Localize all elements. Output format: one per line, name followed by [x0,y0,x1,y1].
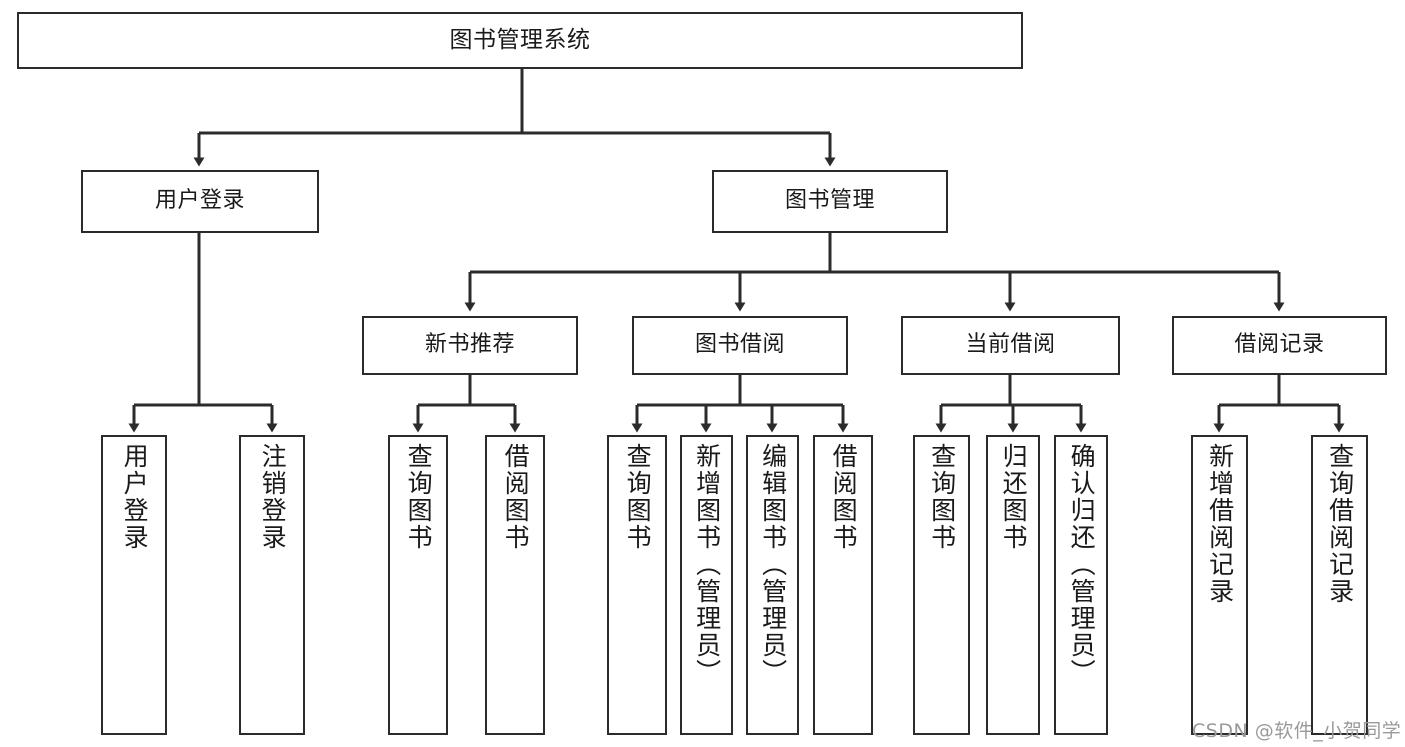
node-new-book-recommend[interactable]: 新书推荐 [362,316,578,375]
node-leaf-user-login[interactable]: 用户登录 [101,435,167,735]
node-borrow-record[interactable]: 借阅记录 [1172,316,1387,375]
node-borrow-record-label: 借阅记录 [1234,332,1325,358]
node-leaf-query-book-borrow[interactable]: 查询图书 [607,435,667,735]
node-leaf-query-book-cur[interactable]: 查询图书 [913,435,970,735]
node-leaf-borrow-book-label: 借阅图书 [829,443,859,551]
node-current-borrow-label: 当前借阅 [965,332,1056,358]
node-current-borrow[interactable]: 当前借阅 [901,316,1120,375]
node-leaf-query-borrow-record[interactable]: 查询借阅记录 [1311,435,1368,735]
node-leaf-edit-book-admin-label: 编辑图书（管理员） [758,443,788,686]
node-leaf-add-borrow-record[interactable]: 新增借阅记录 [1191,435,1248,735]
node-leaf-query-book-cur-label: 查询图书 [927,443,957,551]
node-leaf-borrow-book-rec-label: 借阅图书 [501,443,531,551]
node-leaf-return-book[interactable]: 归还图书 [986,435,1040,735]
node-leaf-user-login-label: 用户登录 [120,443,150,551]
node-leaf-return-book-label: 归还图书 [999,443,1029,551]
node-user-login[interactable]: 用户登录 [81,170,319,233]
node-leaf-confirm-return-admin-label: 确认归还（管理员） [1067,443,1097,686]
node-leaf-borrow-book-rec[interactable]: 借阅图书 [485,435,545,735]
node-book-borrow-label: 图书借阅 [694,332,785,358]
node-leaf-user-logout[interactable]: 注销登录 [239,435,305,735]
node-leaf-user-logout-label: 注销登录 [258,443,288,551]
node-root[interactable]: 图书管理系统 [17,12,1023,69]
node-leaf-query-book-borrow-label: 查询图书 [623,443,653,551]
node-book-manage-label: 图书管理 [784,188,875,214]
node-leaf-confirm-return-admin[interactable]: 确认归还（管理员） [1054,435,1108,735]
node-leaf-query-book-rec-label: 查询图书 [404,443,434,551]
node-root-label: 图书管理系统 [449,27,591,54]
node-leaf-add-borrow-record-label: 新增借阅记录 [1205,443,1235,605]
node-leaf-add-book-admin-label: 新增图书（管理员） [692,443,722,686]
node-leaf-borrow-book[interactable]: 借阅图书 [813,435,873,735]
node-leaf-query-book-rec[interactable]: 查询图书 [388,435,448,735]
node-leaf-edit-book-admin[interactable]: 编辑图书（管理员） [746,435,799,735]
node-leaf-add-book-admin[interactable]: 新增图书（管理员） [680,435,733,735]
node-new-book-recommend-label: 新书推荐 [424,332,515,358]
node-book-borrow[interactable]: 图书借阅 [632,316,848,375]
node-leaf-query-borrow-record-label: 查询借阅记录 [1325,443,1355,605]
node-book-manage[interactable]: 图书管理 [712,170,948,233]
node-user-login-label: 用户登录 [154,188,245,214]
